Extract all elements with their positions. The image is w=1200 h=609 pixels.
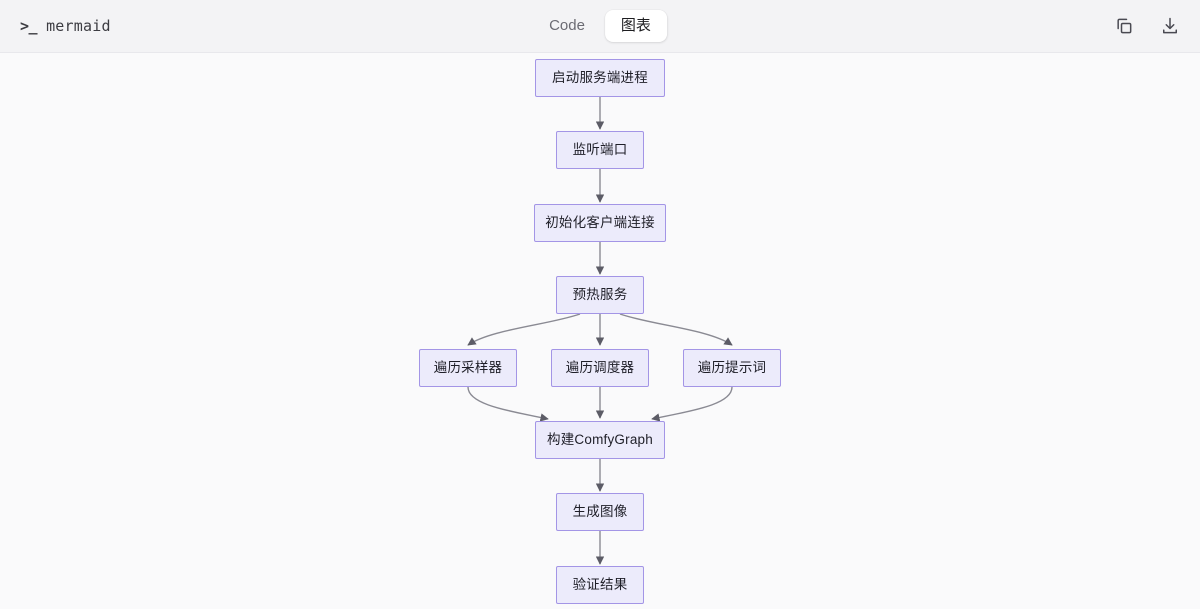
node-validate-result[interactable]: 验证结果 [556,566,644,604]
node-init-client-connection[interactable]: 初始化客户端连接 [534,204,666,242]
tab-code[interactable]: Code [549,17,585,34]
edge-n5-n8 [467,386,549,422]
edge-n4-n5 [467,313,581,346]
edge-n4-n7 [619,313,733,346]
tab-diagram[interactable]: 图表 [604,10,667,42]
node-listen-port[interactable]: 监听端口 [556,131,644,169]
diagram-nodes: 启动服务端进程 监听端口 初始化客户端连接 预热服务 遍历采样器 遍历调度器 遍… [0,53,1200,609]
node-label: 预热服务 [572,287,628,303]
node-start-server[interactable]: 启动服务端进程 [535,59,665,97]
node-label: 生成图像 [572,504,628,520]
edge-n7-n8 [651,386,733,422]
node-generate-image[interactable]: 生成图像 [556,493,644,531]
app-title: mermaid [46,17,111,35]
diagram-edges [467,97,733,565]
terminal-prompt-icon: >_ [20,17,38,35]
node-label: 遍历采样器 [433,360,503,376]
diagram-canvas[interactable]: 启动服务端进程 监听端口 初始化客户端连接 预热服务 遍历采样器 遍历调度器 遍… [0,53,1200,609]
view-tabs: Code 图表 [533,8,667,44]
node-label: 构建ComfyGraph [547,432,653,448]
node-label: 遍历提示词 [697,360,767,376]
node-build-comfygraph[interactable]: 构建ComfyGraph [535,421,665,459]
node-label: 初始化客户端连接 [545,215,655,231]
node-label: 启动服务端进程 [552,70,648,86]
brand: >_ mermaid [20,17,111,35]
node-label: 监听端口 [572,142,628,158]
node-warmup-service[interactable]: 预热服务 [556,276,644,314]
copy-icon [1117,18,1132,34]
node-label: 遍历调度器 [565,360,635,376]
node-iterate-samplers[interactable]: 遍历采样器 [419,349,517,387]
download-icon [1163,17,1177,34]
header-actions [1112,14,1182,38]
node-label: 验证结果 [572,577,628,593]
copy-button[interactable] [1112,14,1136,38]
app-header: >_ mermaid Code 图表 [0,0,1200,53]
node-iterate-schedulers[interactable]: 遍历调度器 [551,349,649,387]
download-button[interactable] [1158,14,1182,38]
node-iterate-prompts[interactable]: 遍历提示词 [683,349,781,387]
